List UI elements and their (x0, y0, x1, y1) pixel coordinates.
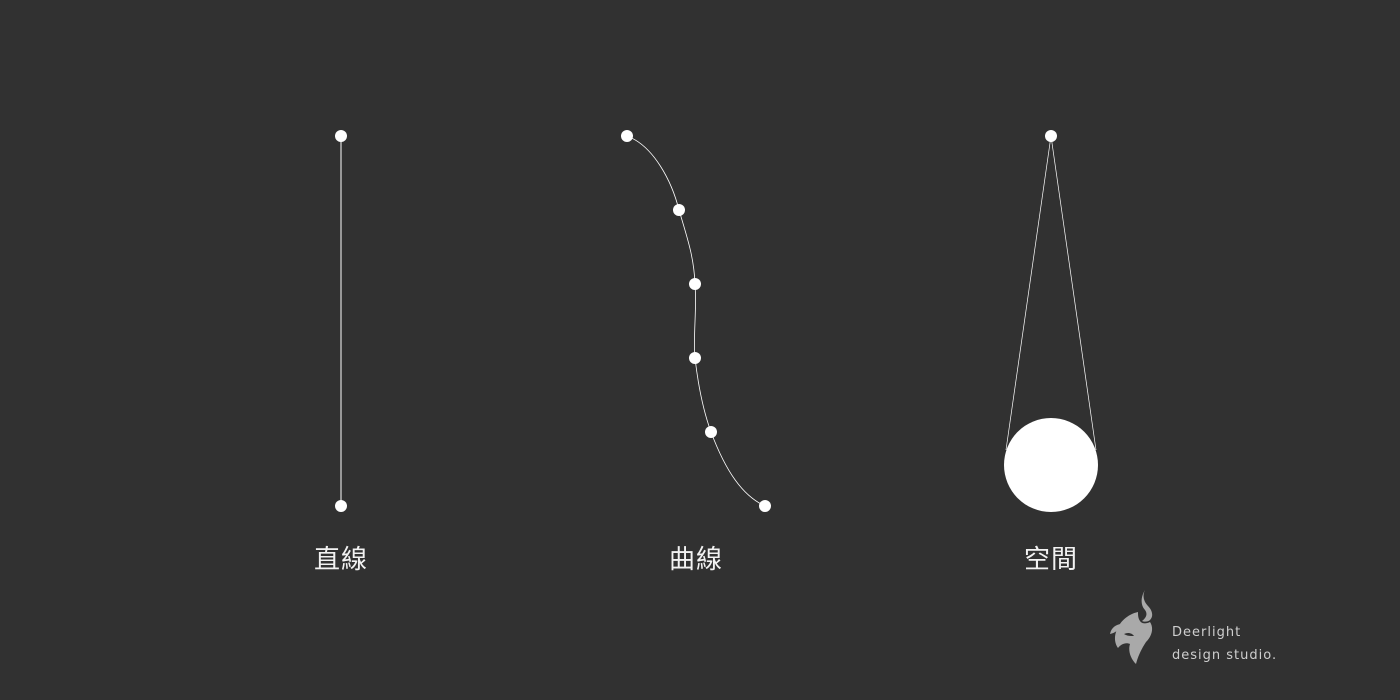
straight-line-figure (335, 130, 347, 512)
curve-point-1 (621, 130, 633, 142)
brand-block: Deerlight design studio. (1108, 588, 1308, 668)
straight-label: 直線 (313, 545, 368, 575)
deer-head-icon (1110, 590, 1153, 664)
curve-point-3 (689, 278, 701, 290)
curve-figure (621, 130, 771, 512)
space-right-string (1050, 135, 1097, 451)
brand-name-line-1: Deerlight (1172, 625, 1242, 640)
space-left-string (1005, 135, 1052, 451)
curve-line (626, 135, 766, 507)
space-top-point (1045, 130, 1057, 142)
curve-point-5 (705, 426, 717, 438)
brand-name-line-2: design studio. (1172, 648, 1278, 663)
curve-point-4 (689, 352, 701, 364)
straight-bottom-point (335, 500, 347, 512)
straight-top-point (335, 130, 347, 142)
curve-label: 曲線 (668, 545, 723, 575)
space-figure (1004, 130, 1098, 512)
curve-point-2 (673, 204, 685, 216)
brand-name: Deerlight design studio. (1172, 621, 1277, 667)
space-label: 空間 (1023, 545, 1078, 575)
space-ball (1004, 418, 1098, 512)
curve-point-6 (759, 500, 771, 512)
